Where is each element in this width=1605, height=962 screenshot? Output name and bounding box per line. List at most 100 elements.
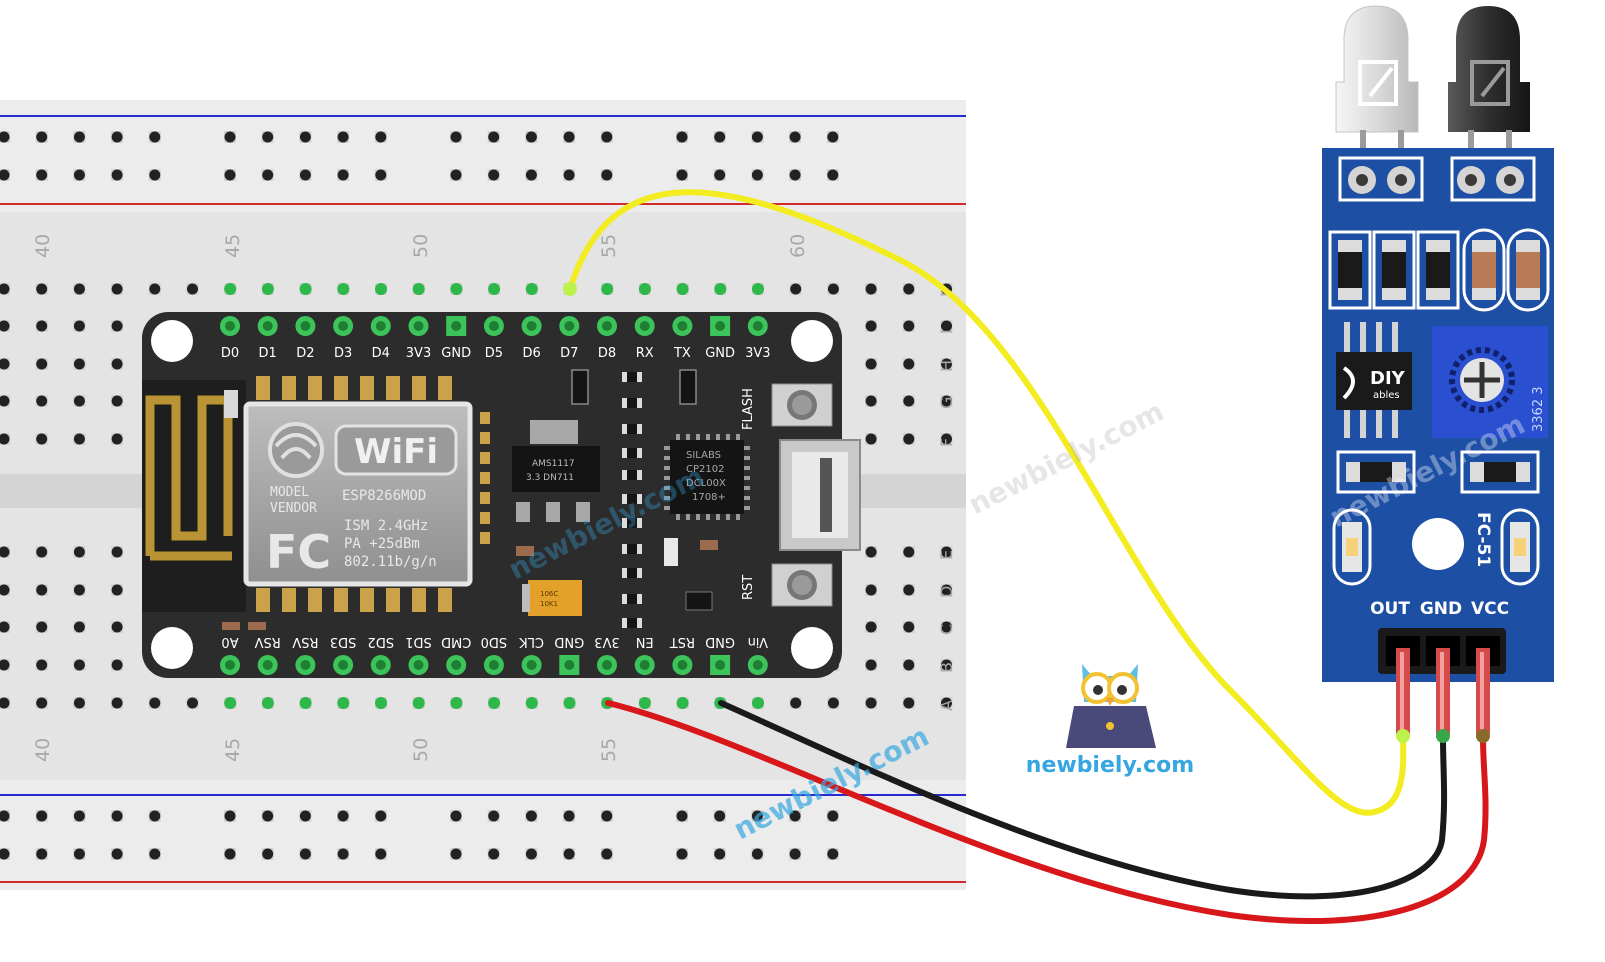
breadboard-hole <box>299 697 312 709</box>
rail-hole <box>337 848 349 860</box>
breadboard-hole <box>0 283 10 295</box>
rail-hole <box>111 810 123 822</box>
sensor-smd <box>1460 450 1540 494</box>
breadboard-hole <box>0 433 10 445</box>
comparator-chip <box>1336 322 1412 438</box>
esp-pin-hole <box>752 660 763 670</box>
breadboard-hole <box>36 433 48 445</box>
chip-pin <box>736 434 740 440</box>
ir-sensor-module: DIY ables 3362 3 FC-51 OUT GND VCC <box>1322 5 1554 682</box>
smd-part-core <box>627 544 637 554</box>
breadboard-hole <box>111 395 123 407</box>
breadboard-hole <box>261 697 274 709</box>
rail-hole <box>601 848 613 860</box>
rail-hole <box>149 810 161 822</box>
chip-line-4: 1708+ <box>692 492 726 503</box>
ir-led-clear <box>1335 5 1419 133</box>
rail-hole <box>676 131 688 143</box>
chip-line-2: CP2102 <box>686 464 724 475</box>
pin-label-gnd: GND <box>1420 599 1462 619</box>
esp-pin-label: RX <box>636 346 654 361</box>
chip-pin <box>664 486 670 490</box>
esp-pin-hole <box>375 321 386 331</box>
usb-chip-pins <box>664 434 750 520</box>
wire-end-out <box>1396 729 1410 743</box>
module-castellated-pads <box>256 376 452 612</box>
rail-hole <box>375 848 387 860</box>
breadboard-hole <box>903 584 915 596</box>
rail-hole <box>789 169 801 181</box>
regulator-line-2: 3.3 DN711 <box>526 473 574 483</box>
breadboard-hole <box>0 584 10 596</box>
rail-hole <box>827 131 839 143</box>
chip-pin <box>696 514 700 520</box>
esp-pin-label: SD2 <box>368 634 395 649</box>
breadboard-hole <box>337 283 350 295</box>
rail-hole <box>111 169 123 181</box>
row-letter: F <box>937 438 956 447</box>
esp-pin-label: D1 <box>259 346 277 361</box>
esp-pin-hole <box>225 321 235 331</box>
rail-hole <box>563 848 575 860</box>
rail-hole <box>299 131 311 143</box>
flash-button-cap <box>792 395 812 415</box>
rail-hole <box>36 810 48 822</box>
breadboard-hole <box>865 584 877 596</box>
row-letter: G <box>937 397 956 409</box>
breadboard-hole <box>638 697 651 709</box>
sensor-smd-row <box>1328 228 1550 312</box>
rail-hole <box>111 848 123 860</box>
rail-hole <box>299 848 311 860</box>
bottom-rail-strip <box>0 780 966 890</box>
smd-resistor <box>516 546 534 556</box>
pot-knob-ring <box>1449 347 1515 413</box>
rail-hole <box>676 848 688 860</box>
rail-hole <box>525 169 537 181</box>
breadboard-hole <box>111 584 123 596</box>
rail-hole <box>714 848 726 860</box>
breadboard-hole <box>111 358 123 370</box>
breadboard-hole <box>714 283 727 295</box>
esp-pin-label: D6 <box>522 346 540 361</box>
breadboard-hole <box>299 283 312 295</box>
smd-part-core <box>627 448 637 458</box>
esp-pin-hole <box>526 660 537 670</box>
breadboard-hole <box>73 546 85 558</box>
column-number: 40 <box>32 234 54 258</box>
rail-hole <box>224 169 236 181</box>
rail-hole <box>488 848 500 860</box>
rail-hole <box>827 169 839 181</box>
esp-pin-hole <box>677 660 688 670</box>
rail-hole <box>337 169 349 181</box>
breadboard-hole <box>111 697 123 709</box>
chip-line-1: SILABS <box>686 450 721 461</box>
chip-line-3: DCL00X <box>686 478 726 489</box>
breadboard-hole <box>903 621 915 633</box>
module-side-pads <box>480 412 490 544</box>
breadboard-hole <box>73 584 85 596</box>
wire-vcc-to-3v3 <box>605 700 1489 924</box>
chip-pin <box>726 514 730 520</box>
rail-hole <box>525 810 537 822</box>
esp-pin-hole <box>488 321 499 331</box>
tantalum-capacitor <box>528 580 582 616</box>
esp-pin-hole <box>225 660 235 670</box>
smd-part-core <box>627 424 637 434</box>
chip-pin <box>736 514 740 520</box>
breadboard-hole <box>903 358 915 370</box>
owl-beak <box>1106 698 1114 706</box>
regulator-leg <box>576 502 590 522</box>
breadboard-hole <box>941 659 952 671</box>
esp-pin-hole <box>602 660 612 670</box>
chip-pin <box>716 514 720 520</box>
esp-pin-hole <box>639 660 650 670</box>
breadboard-hole <box>790 283 802 295</box>
model-value: ESP8266MOD <box>342 488 426 504</box>
header-pin-shine <box>1480 652 1484 730</box>
smd-part-core <box>627 372 637 382</box>
smd-part-core <box>627 518 637 528</box>
fc-logo: FC <box>266 525 331 579</box>
breadboard-hole <box>73 621 85 633</box>
